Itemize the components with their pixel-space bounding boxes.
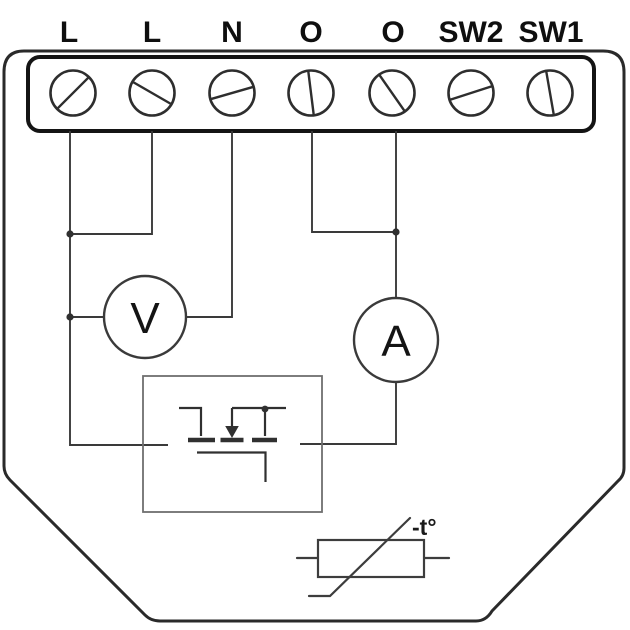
screw-terminal-sw1: [526, 69, 574, 117]
screw-slot: [449, 85, 493, 101]
thermistor: -t°: [295, 514, 451, 598]
junction-dot: [392, 228, 400, 236]
terminal-labels: L L N O O SW2 SW1: [60, 16, 584, 49]
mosfet-switch: [142, 375, 323, 513]
mosfet-box: [142, 375, 323, 513]
mosfet-gate-line: [197, 451, 267, 482]
thermistor-diagonal: [307, 516, 412, 598]
ammeter-label: A: [381, 317, 411, 366]
screw-terminal-o2: [368, 69, 416, 117]
terminal-label-l2: L: [143, 16, 161, 49]
terminal-label-o2: O: [381, 16, 404, 49]
mosfet-left-stub: [179, 406, 203, 436]
wire-n-to-voltmeter: [186, 131, 233, 318]
wires: [66, 131, 400, 446]
ammeter: A: [352, 296, 440, 384]
terminal-label-l1: L: [60, 16, 78, 49]
terminal-label-sw2: SW2: [438, 16, 503, 49]
screw-terminal-o1: [287, 69, 335, 117]
junction-dot: [66, 313, 74, 321]
screw-terminal-l1: [49, 69, 97, 117]
screw-terminal-n: [208, 69, 256, 117]
terminal-label-sw1: SW1: [518, 16, 583, 49]
wire-l2-join: [70, 131, 153, 235]
thermistor-label: -t°: [412, 514, 437, 540]
screw-terminal-l2: [128, 69, 176, 117]
wire-o1-join: [311, 131, 396, 233]
screw-slot: [378, 74, 406, 112]
mosfet-arrow: [225, 426, 239, 438]
voltmeter: V: [102, 274, 188, 360]
screw-slot: [210, 85, 254, 101]
voltmeter-label: V: [130, 294, 160, 343]
screw-slot: [132, 81, 172, 105]
screw-terminals: [49, 69, 574, 117]
junction-dot: [66, 230, 74, 238]
screw-terminal-sw2: [447, 69, 495, 117]
ammeter-circle: [352, 296, 440, 384]
screw-slot: [57, 76, 90, 110]
device-outline: [2, 49, 626, 623]
thermistor-body: [316, 538, 426, 579]
terminal-label-o1: O: [299, 16, 322, 49]
wire-ammeter-to-mosfet: [300, 382, 397, 445]
screw-slot: [545, 71, 555, 115]
terminal-label-n: N: [221, 16, 243, 49]
screw-slot: [307, 70, 315, 116]
voltmeter-circle: [102, 274, 188, 360]
